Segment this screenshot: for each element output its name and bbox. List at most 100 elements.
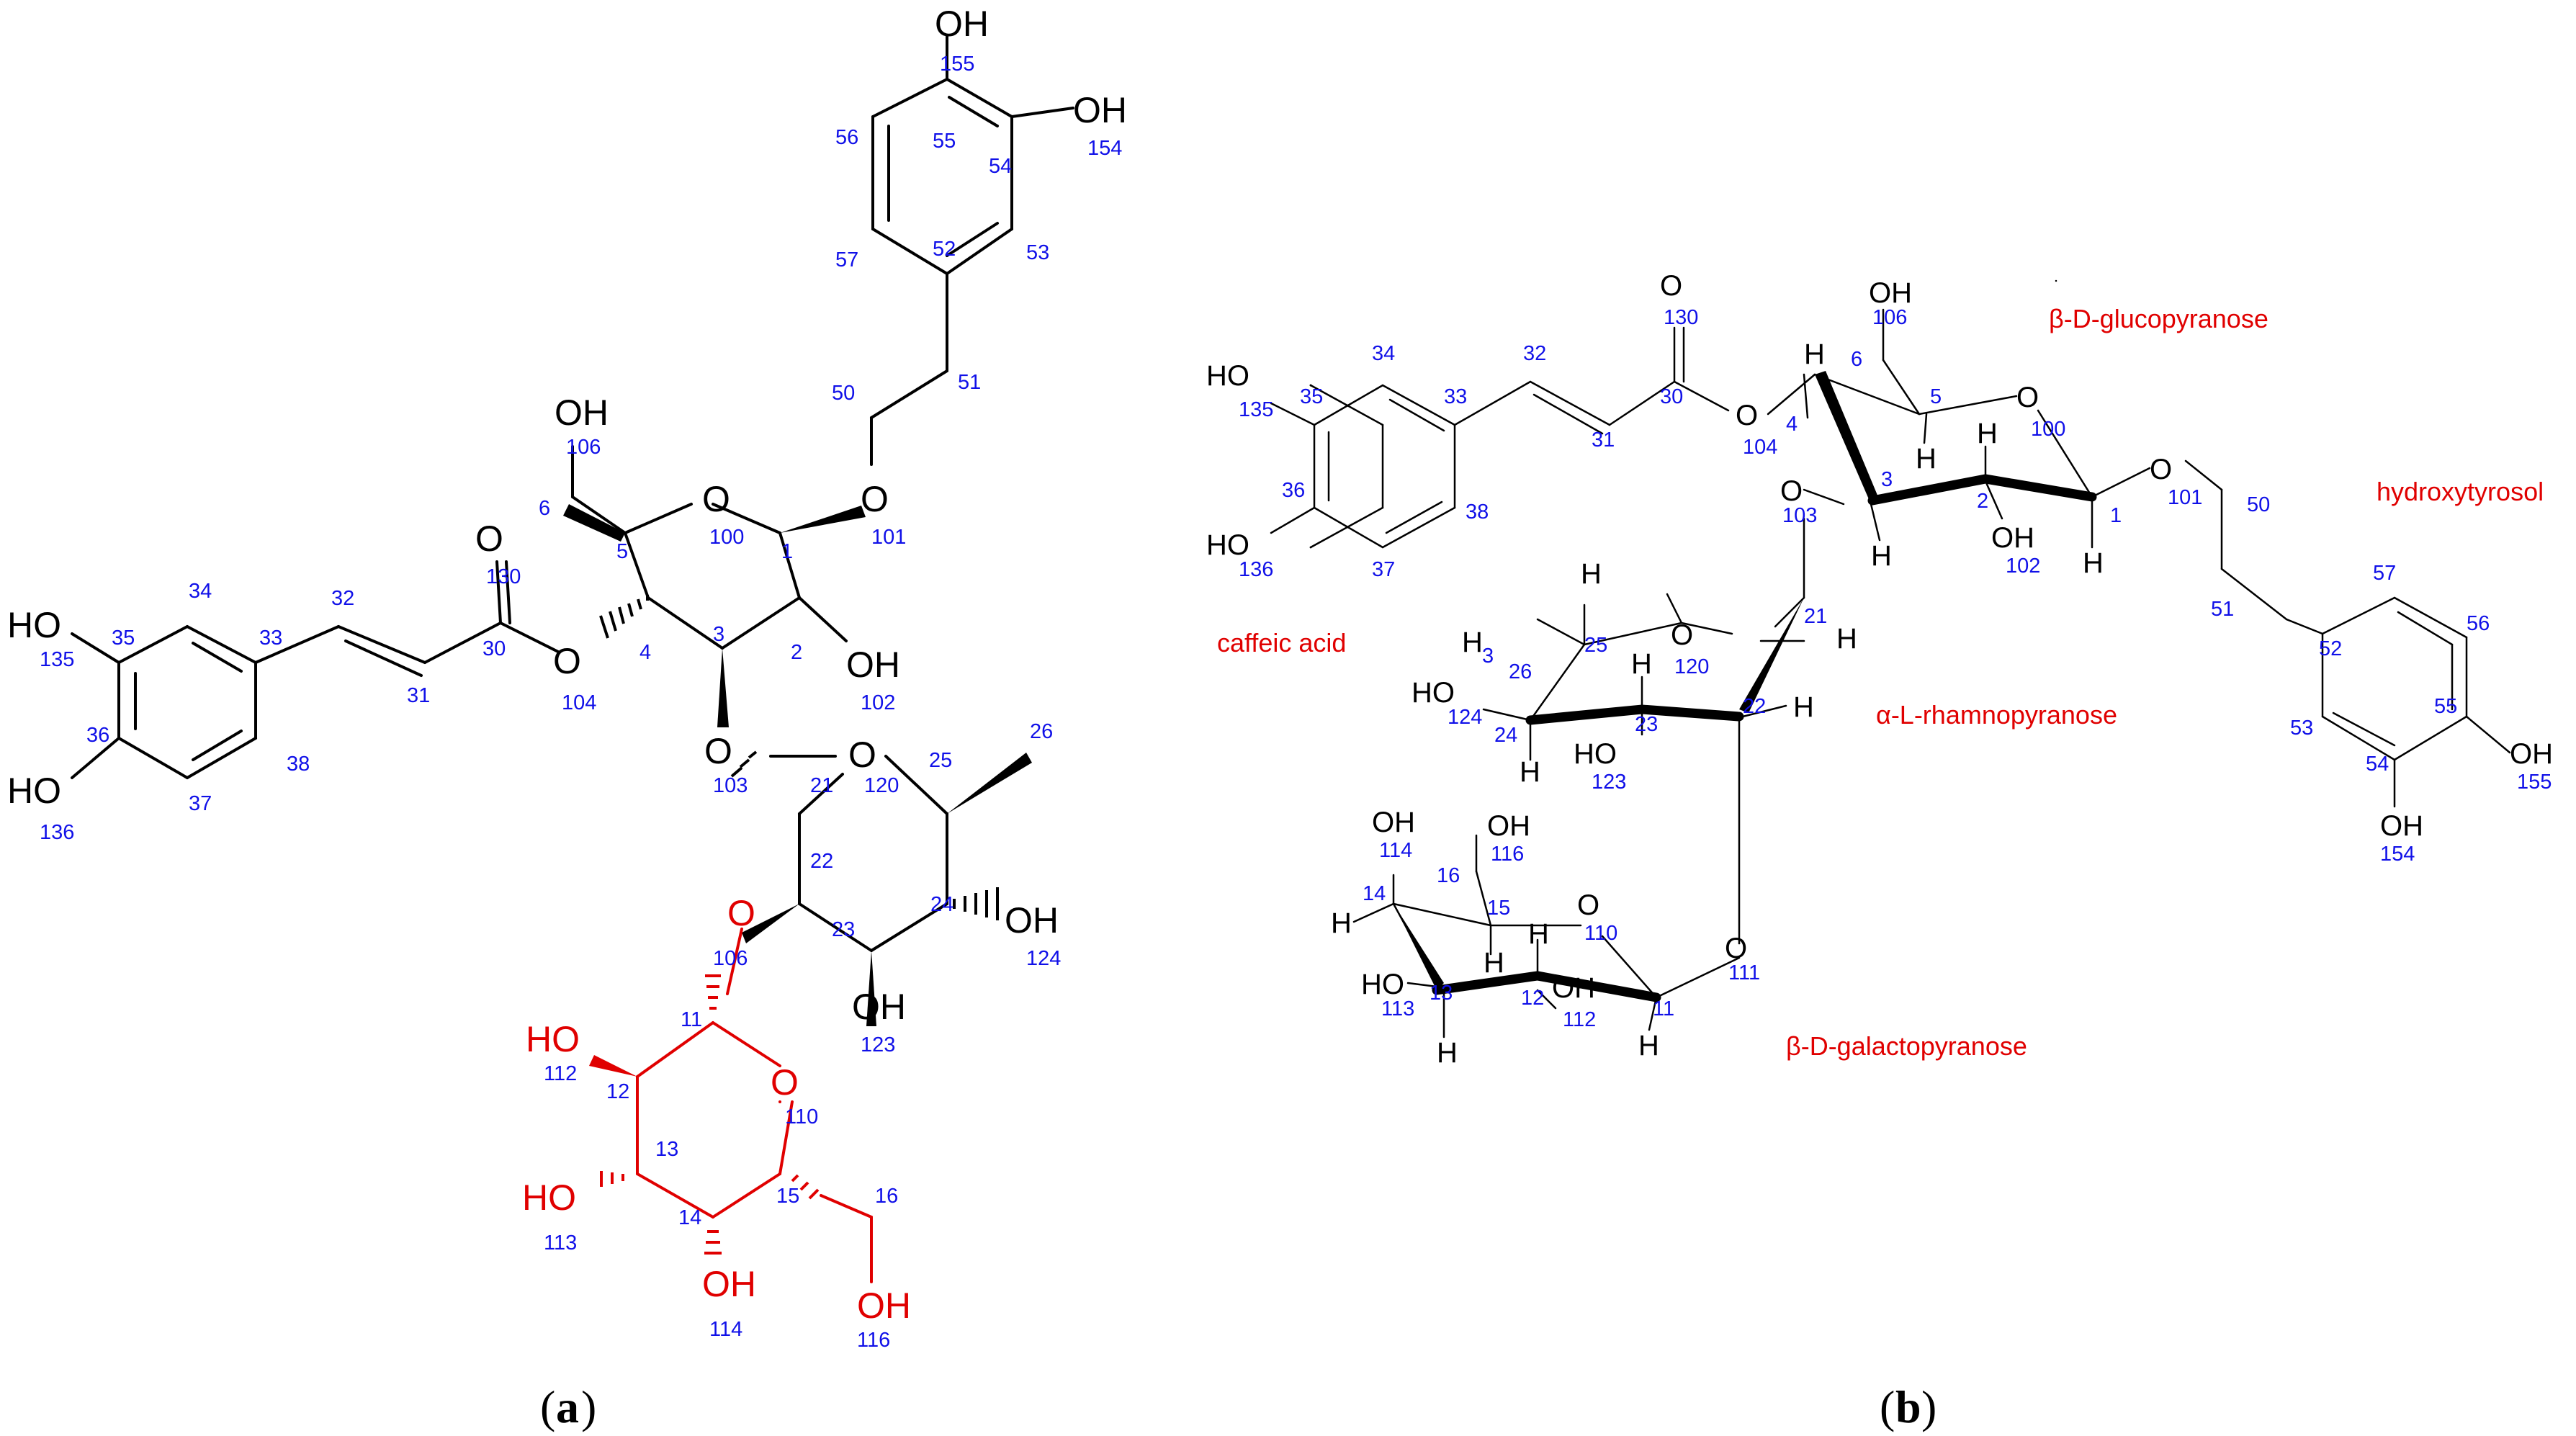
b-num-13: 13 xyxy=(1430,982,1453,1005)
b-num-30: 30 xyxy=(1660,385,1683,408)
a-o-110: O xyxy=(771,1062,799,1103)
b-galactose-ring xyxy=(1352,834,1741,1038)
b-h-15: H xyxy=(1484,947,1504,979)
b-num-35: 35 xyxy=(1300,385,1323,408)
b-h-21: H xyxy=(1836,623,1857,655)
b-num-21: 21 xyxy=(1804,605,1827,628)
a-num-116: 116 xyxy=(857,1329,890,1352)
a-glucose-ring xyxy=(563,445,866,727)
label-galactopyranose: β-D-galactopyranose xyxy=(1786,1031,2027,1061)
b-h-11: H xyxy=(1638,1030,1659,1062)
a-num-52: 52 xyxy=(933,238,956,261)
b-num-103: 103 xyxy=(1782,504,1817,527)
a-num-15: 15 xyxy=(776,1185,799,1208)
a-caffeic-ring xyxy=(71,560,560,779)
b-oh-154: OH xyxy=(2380,810,2423,842)
a-rhamnose-hash xyxy=(730,750,999,920)
b-num-22: 22 xyxy=(1743,695,1766,718)
b-num-36: 36 xyxy=(1282,479,1305,502)
b-oh-102: OH xyxy=(1991,522,2034,554)
a-num-24: 24 xyxy=(930,893,953,916)
b-ho-136: HO xyxy=(1206,529,1249,561)
b-num-111: 111 xyxy=(1728,961,1760,984)
a-num-102: 102 xyxy=(861,691,895,714)
b-num-102: 102 xyxy=(2006,555,2040,578)
a-num-55: 55 xyxy=(933,130,956,153)
b-num-101: 101 xyxy=(2168,486,2202,509)
b-num-34: 34 xyxy=(1372,342,1395,365)
b-o-130: O xyxy=(1660,270,1682,302)
label-glucopyranose: β-D-glucopyranose xyxy=(2049,304,2268,333)
a-num-3: 3 xyxy=(713,623,724,646)
b-oh-116: OH xyxy=(1487,810,1530,842)
b-num-50: 50 xyxy=(2247,493,2270,516)
b-o-110: O xyxy=(1577,889,1599,921)
b-num-116: 116 xyxy=(1491,843,1524,866)
a-o-120: O xyxy=(848,735,876,775)
a-num-154: 154 xyxy=(1087,137,1122,160)
b-num-120: 120 xyxy=(1674,655,1709,678)
b-num-100: 100 xyxy=(2031,418,2065,441)
b-num-55: 55 xyxy=(2434,695,2457,718)
a-num-22: 22 xyxy=(810,850,833,873)
a-oh-155: OH xyxy=(935,4,989,44)
panel-b-label-letter: b xyxy=(1895,1381,1921,1432)
b-num-112: 112 xyxy=(1563,1008,1596,1031)
b-num-113: 113 xyxy=(1381,997,1414,1020)
b-o-120: O xyxy=(1671,619,1693,651)
a-num-25: 25 xyxy=(929,749,952,772)
a-o-106-red: O xyxy=(727,893,755,933)
label-rhamnopyranose: α-L-rhamnopyranose xyxy=(1876,700,2117,730)
a-num-106: 106 xyxy=(566,436,601,459)
b-h-23: H xyxy=(1631,648,1652,680)
a-num-30: 30 xyxy=(483,637,506,660)
a-num-23: 23 xyxy=(832,918,855,941)
panel-a-label-open: ( xyxy=(540,1381,555,1432)
a-num-21: 21 xyxy=(810,774,833,797)
b-num-2: 2 xyxy=(1977,490,1988,513)
a-num-57: 57 xyxy=(835,248,858,272)
b-h-1: H xyxy=(2083,547,2104,579)
a-num-32: 32 xyxy=(331,587,354,610)
a-oh-123: OH xyxy=(852,987,906,1027)
a-num-26: 26 xyxy=(1030,720,1053,743)
b-num-24: 24 xyxy=(1494,724,1517,747)
a-num-31: 31 xyxy=(407,684,430,707)
a-oh-102: OH xyxy=(846,645,900,685)
b-h-12: H xyxy=(1528,918,1549,950)
b-num-56: 56 xyxy=(2467,612,2490,635)
a-ho-135: HO xyxy=(7,605,61,645)
a-oh-106: OH xyxy=(555,392,609,433)
a-rhamnose-ring xyxy=(742,753,1032,1026)
a-hash-bonds xyxy=(599,595,649,639)
panel-a-label-letter: a xyxy=(556,1381,579,1432)
a-num-33: 33 xyxy=(259,627,282,650)
a-galactose-ring xyxy=(589,928,873,1283)
a-num-53: 53 xyxy=(1026,241,1049,264)
a-num-51: 51 xyxy=(958,371,981,394)
b-h-5: H xyxy=(1916,443,1937,475)
panel-b-label-close: ) xyxy=(1921,1381,1937,1432)
b-h-3: H xyxy=(1871,540,1892,572)
a-num-50: 50 xyxy=(832,382,855,405)
a-o-130: O xyxy=(475,519,503,559)
b-oh-112: OH xyxy=(1552,972,1595,1004)
b-num-16: 16 xyxy=(1437,864,1460,887)
a-ho-113: HO xyxy=(522,1177,576,1218)
panel-a: OH OH OH O HO HO O O O O OH O OH OH O O … xyxy=(7,4,1127,1432)
a-num-12: 12 xyxy=(606,1080,629,1103)
panel-a-label-close: ) xyxy=(581,1381,596,1432)
b-num-33: 33 xyxy=(1444,385,1467,408)
b-num-26: 26 xyxy=(1509,660,1532,683)
label-caffeic-acid: caffeic acid xyxy=(1217,628,1346,658)
b-o-104: O xyxy=(1736,400,1758,431)
b-oh-155: OH xyxy=(2510,738,2553,770)
b-h-14: H xyxy=(1331,907,1352,939)
b-oh-114: OH xyxy=(1372,807,1415,838)
a-num-5: 5 xyxy=(616,540,628,563)
b-h-2: H xyxy=(1977,418,1998,449)
b-glucose-ring xyxy=(1767,279,2288,621)
b-o-101: O xyxy=(2150,454,2172,485)
a-num-4: 4 xyxy=(639,641,651,664)
a-oh-116: OH xyxy=(857,1285,911,1326)
